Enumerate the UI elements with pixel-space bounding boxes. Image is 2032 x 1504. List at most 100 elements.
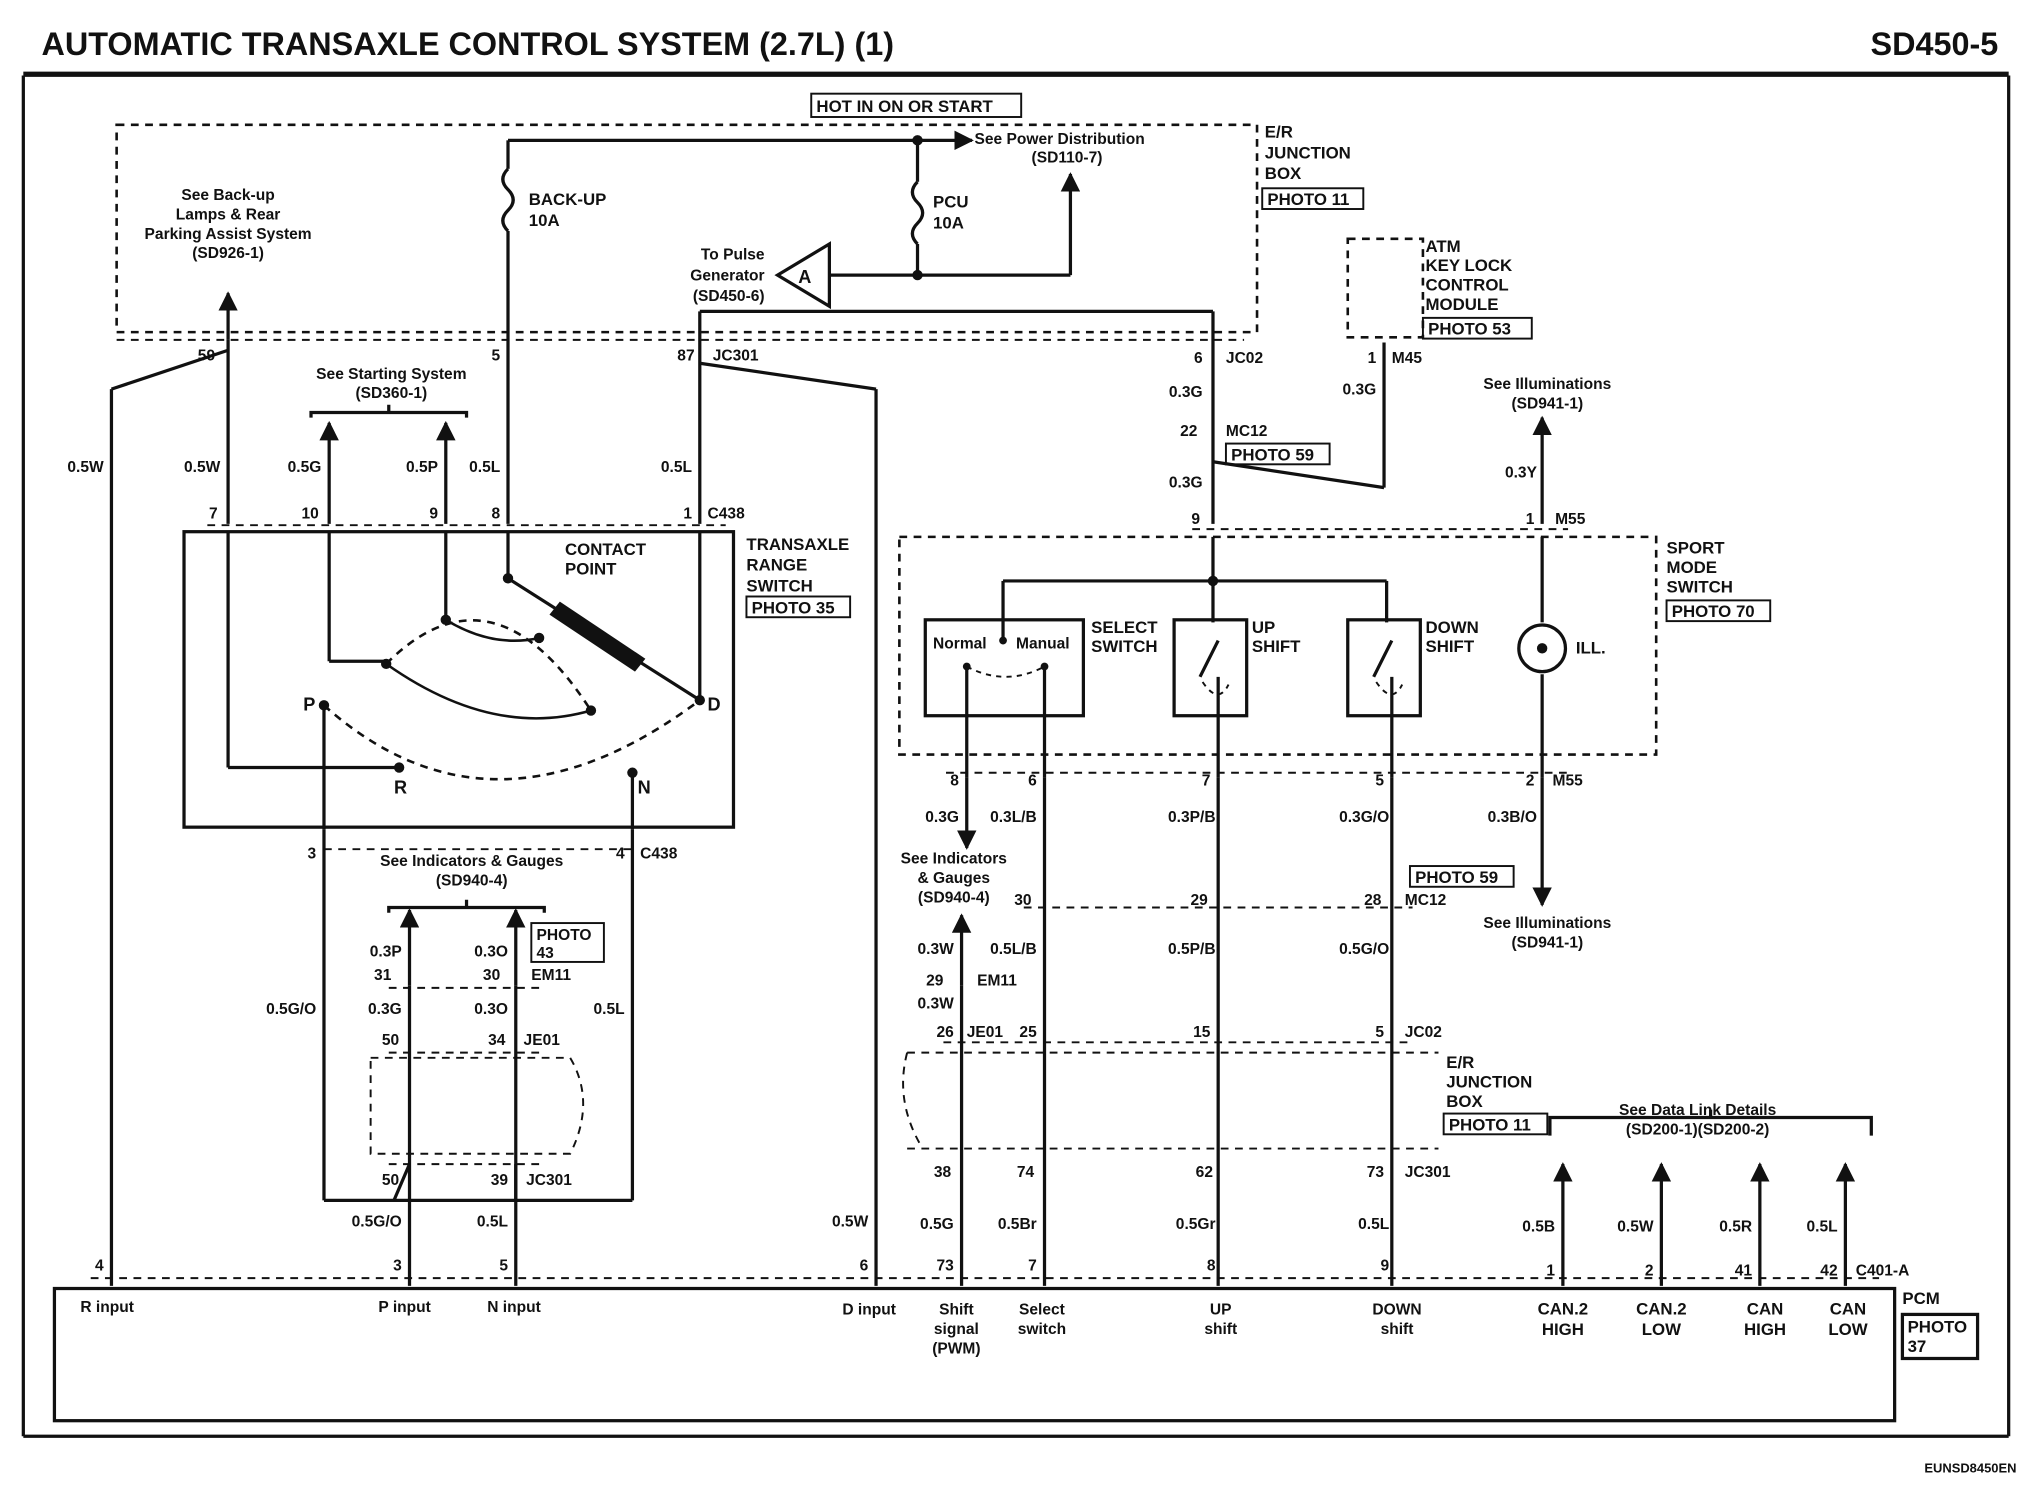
rw-w8: 0.3G [925,809,959,826]
key-lock-4: MODULE [1426,295,1499,314]
power-ref-2: (SD110-7) [1032,149,1103,166]
rw-w5: 0.3G/O [1339,809,1389,826]
down-shift-2: SHIFT [1426,637,1475,656]
rw-erjb-1: E/R [1446,1053,1474,1072]
rw-w-5pb: 0.5P/B [1168,941,1216,958]
pos-p: P [303,695,315,715]
gauges-left-photo-1: PHOTO [537,927,592,944]
wire-w6: 0.5L [661,459,693,476]
conn-jc02: JC02 [1226,350,1264,367]
pcm-down-2: shift [1381,1321,1414,1338]
rw-w-5lb: 0.5L/B [990,941,1037,958]
rw-w-5go: 0.5G/O [1339,941,1389,958]
footer-ref: EUNSD8450EN [1924,1461,2016,1476]
dl-wire-1: 0.5B [1522,1218,1555,1235]
rw-em11: EM11 [977,972,1017,989]
pcm-d-input: D input [842,1301,896,1318]
key-lock-1: ATM [1426,237,1461,256]
page-code: SD450-5 [1871,26,1999,62]
er-photo: PHOTO 11 [1267,190,1349,209]
pcm-canh-1: CAN [1747,1299,1783,1318]
pcm-n-input: N input [487,1299,541,1316]
pcm-up-2: shift [1204,1321,1237,1338]
pcm-pin-8: 8 [1207,1257,1216,1274]
conn-jc301: JC301 [713,348,759,365]
contact-point-2: POINT [565,559,617,578]
pcm-down-1: DOWN [1372,1301,1421,1318]
pcm-up-1: UP [1210,1301,1232,1318]
rw-jc301: JC301 [1405,1164,1451,1181]
rs-conn-top: C438 [708,506,746,523]
rw-pin-15: 15 [1193,1024,1211,1041]
rw-je01-pin-26: 26 [936,1024,954,1041]
key-lock-conn: M45 [1392,350,1423,367]
power-ref-1: See Power Distribution [975,131,1145,148]
key-lock-wire: 0.3G [1343,381,1377,398]
wire-w1: 0.5W [67,459,104,476]
pcm-module: PCM PHOTO 37 4 3 5 6 73 7 8 9 R input P … [80,1257,1967,1357]
jc301l-w3: 0.5W [832,1213,869,1230]
jc301l-w1: 0.5G/O [352,1213,402,1230]
pulse-ref-2: Generator [690,267,764,284]
up-shift-1: UP [1252,618,1275,637]
illum-ref-bottom-1: See Illuminations [1483,915,1611,932]
rw-gauges-ref-1: See Indicators [901,850,1008,867]
key-lock-module: ATM KEY LOCK CONTROL MODULE PHOTO 53 [1426,237,1513,339]
sm-top-pin: 9 [1191,511,1200,528]
backup-lamps-ref-2: Lamps & Rear [176,206,281,223]
rw-mc12-pin-30: 30 [1014,892,1032,909]
gl-w-o: 0.3O [474,944,508,961]
rw-erjb-2: JUNCTION [1446,1073,1532,1092]
key-lock-2: KEY LOCK [1426,256,1513,275]
select-switch-2: SWITCH [1091,637,1157,656]
rw-w-5g: 0.5G [920,1216,954,1233]
rw-jc301-pin-62: 62 [1196,1164,1214,1181]
wire-w3: 0.5G [288,459,322,476]
gl-w-l: 0.5L [594,1001,626,1018]
rs-conn-bottom: C438 [640,845,678,862]
pcm-pin-3: 3 [393,1257,402,1274]
sm-pin-7: 7 [1202,773,1211,790]
rs-pin-4: 4 [616,845,625,862]
manual-label: Manual [1016,635,1070,652]
up-shift-2: SHIFT [1252,637,1301,656]
pcm-name: PCM [1902,1289,1939,1308]
mc12-wire-bottom: 0.3G [1169,475,1203,492]
normal-label: Normal [933,635,987,652]
illum-wire-bottom: 0.3B/O [1488,809,1537,826]
rw-gauges-ref-3: (SD940-4) [918,889,990,906]
sm-photo: PHOTO 70 [1672,602,1755,621]
er-name-2: JUNCTION [1265,143,1351,162]
rs-photo: PHOTO 35 [752,598,835,617]
backup-fuse-2: 10A [529,211,560,230]
gl-w-o2: 0.3O [474,1001,508,1018]
pcm-pin-6: 6 [860,1257,869,1274]
contact-point-1: CONTACT [565,540,647,559]
page-title: AUTOMATIC TRANSAXLE CONTROL SYSTEM (2.7L… [41,26,894,62]
pcm-shift-1: Shift [939,1301,974,1318]
wire-w5: 0.5L [469,459,501,476]
pcm-can2l-1: CAN.2 [1636,1299,1687,1318]
gauges-left-ref-1: See Indicators & Gauges [380,853,564,870]
pcm-can2h-2: HIGH [1542,1320,1584,1339]
jc301l-w2: 0.5L [477,1213,509,1230]
wire-w4: 0.5P [406,459,438,476]
key-lock-pin: 1 [1368,350,1377,367]
jc301l-pin-39: 39 [491,1172,509,1189]
gl-je01: JE01 [524,1032,561,1049]
er-name-3: BOX [1265,164,1302,183]
pin-87: 87 [677,348,694,365]
pin-6: 6 [1194,350,1203,367]
pcm-canh-2: HIGH [1744,1320,1786,1339]
pin-59: 59 [198,348,216,365]
sport-mode-label: SPORT MODE SWITCH PHOTO 70 [1667,539,1755,622]
gl-pin-31: 31 [374,967,392,984]
pcu-fuse-1: PCU [933,193,969,212]
sm-pin-8: 8 [950,773,959,790]
rw-je01-pin-25: 25 [1019,1024,1037,1041]
jc301l-conn: JC301 [526,1172,572,1189]
pcm-pin-73: 73 [936,1257,954,1274]
rw-jc301-pin-38: 38 [934,1164,952,1181]
pcu-fuse-2: 10A [933,213,964,232]
